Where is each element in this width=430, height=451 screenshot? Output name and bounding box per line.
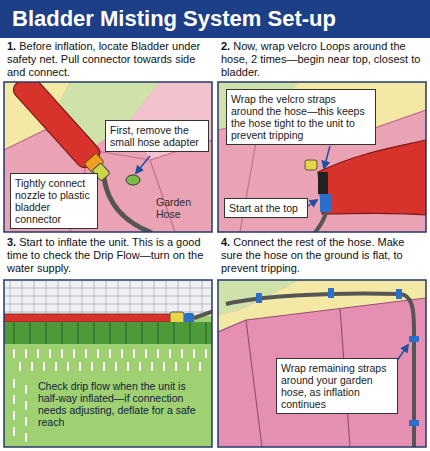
- safety-net: [4, 280, 212, 316]
- velcro-strap: [320, 194, 332, 212]
- garden-hose: [226, 293, 414, 447]
- water-drops: [14, 350, 206, 441]
- net-grid: [4, 280, 212, 316]
- callout-box: Start at the top: [224, 198, 308, 218]
- step-number: 3.: [7, 236, 16, 248]
- unit-edge: [218, 298, 426, 447]
- velcro-strap: [318, 172, 328, 194]
- step-instruction: Now, wrap velcro Loops around the hose, …: [221, 40, 420, 78]
- strap: [396, 289, 402, 299]
- step-panel: 2.Now, wrap velcro Loops around the hose…: [218, 40, 426, 232]
- ground: [218, 82, 426, 232]
- ground: [218, 280, 426, 332]
- callout-box: First, remove the small hose adapter: [105, 120, 209, 152]
- step-number: 2.: [221, 40, 230, 52]
- step-number: 4.: [221, 236, 230, 248]
- callout-text: Tightly connect nozzle to plastic bladde…: [15, 177, 93, 225]
- bladder: [318, 140, 426, 215]
- callout-box: Tightly connect nozzle to plastic bladde…: [10, 173, 98, 229]
- garden-hose: [194, 311, 212, 318]
- panel-frame: [218, 280, 426, 447]
- strap: [256, 293, 262, 303]
- band-stripes: [14, 322, 206, 344]
- step-text: 2.Now, wrap velcro Loops around the hose…: [218, 40, 426, 80]
- hose-adapter: [126, 175, 140, 185]
- red-hose: [4, 314, 172, 322]
- nozzle: [10, 82, 108, 176]
- ground: [4, 280, 212, 447]
- panel-3-art: [4, 280, 212, 447]
- callout-box: Wrap remaining straps around your garden…: [276, 358, 398, 414]
- step-instruction: Before inflation, locate Bladder under s…: [7, 40, 200, 78]
- strap: [409, 336, 419, 342]
- title-text: Bladder Misting System Set-up: [0, 0, 430, 32]
- ground: [218, 280, 426, 447]
- panel-2-art: [218, 82, 426, 232]
- panel-frame: [4, 280, 212, 447]
- callout-text: Wrap remaining straps around your garden…: [281, 362, 393, 410]
- connector: [305, 160, 317, 170]
- bladder-band: [4, 322, 212, 344]
- panel-frame: [4, 82, 212, 232]
- leader-line: [308, 200, 317, 206]
- strap: [409, 420, 419, 426]
- panel-4-art: [218, 280, 426, 447]
- leader-line: [324, 146, 330, 168]
- step-text: 3.Start to inflate the unit. This is a g…: [4, 236, 212, 276]
- callout-box: Wrap the velcro straps around the hose—t…: [226, 89, 376, 145]
- title-bar: Bladder Misting System Set-up: [0, 0, 430, 38]
- panel-frame: [218, 82, 426, 232]
- note-label: Check drip flow when the unit is half-wa…: [38, 380, 206, 428]
- leader-line: [136, 156, 150, 173]
- garden-hose: [104, 178, 150, 232]
- step-panel: 4.Connect the rest of the hose. Make sur…: [218, 236, 426, 447]
- callout-text: Wrap the velcro straps around the hose—t…: [231, 93, 371, 141]
- step-text: 4.Connect the rest of the hose. Make sur…: [218, 236, 426, 276]
- step-number: 1.: [7, 40, 16, 52]
- step-text: 1.Before inflation, locate Bladder under…: [4, 40, 212, 80]
- strap: [328, 288, 334, 298]
- panel-1-art: [4, 82, 212, 232]
- step-instruction: Start to inflate the unit. This is a goo…: [7, 236, 203, 274]
- note-label: Garden Hose: [156, 196, 208, 220]
- garden-hose: [314, 212, 326, 232]
- callout-text: First, remove the small hose adapter: [110, 124, 204, 148]
- callout-text: Start at the top: [229, 202, 303, 214]
- step-instruction: Connect the rest of the hose. Make sure …: [221, 236, 404, 274]
- connector: [184, 313, 194, 323]
